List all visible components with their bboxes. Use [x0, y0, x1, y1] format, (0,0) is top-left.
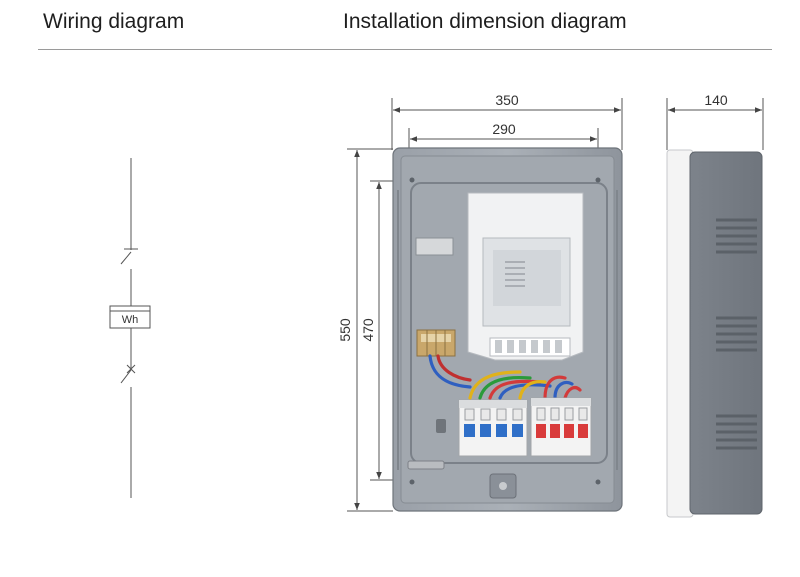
- overall-width-value: 350: [495, 92, 519, 108]
- mounting-screw: [595, 479, 601, 485]
- earth-bar: [407, 460, 445, 470]
- din-rail-clip: [415, 237, 454, 256]
- meter-mounting-plate: [467, 192, 584, 361]
- terminal-block: [416, 329, 456, 357]
- mounting-width-value: 290: [492, 121, 516, 137]
- enclosure-side-view: [666, 149, 763, 518]
- kwh-meter-box: [109, 305, 151, 329]
- header-divider: [38, 49, 772, 50]
- branch-breaker-group: [530, 397, 592, 457]
- mounting-height-value: 470: [360, 318, 376, 342]
- installation-diagram-heading: Installation dimension diagram: [343, 10, 627, 33]
- meter-label: Wh: [122, 314, 139, 326]
- colored-wiring: [428, 354, 582, 400]
- main-breaker-group: [458, 399, 528, 457]
- breaker-trip-mark-b: [126, 364, 136, 374]
- mounting-screw: [409, 177, 415, 183]
- enclosure-front-view: [392, 147, 623, 512]
- wiring-diagram-heading: Wiring diagram: [43, 10, 185, 33]
- overall-height-value: 550: [337, 318, 353, 342]
- mounting-screw: [409, 479, 415, 485]
- breaker-switch-blade: [120, 369, 132, 384]
- cable-gland-plug: [436, 419, 446, 433]
- wiring-single-line-diagram: [109, 158, 151, 498]
- bottom-latch: [489, 473, 517, 499]
- depth-value: 140: [704, 92, 728, 108]
- isolator-switch-blade: [120, 251, 132, 265]
- mounting-screw: [595, 177, 601, 183]
